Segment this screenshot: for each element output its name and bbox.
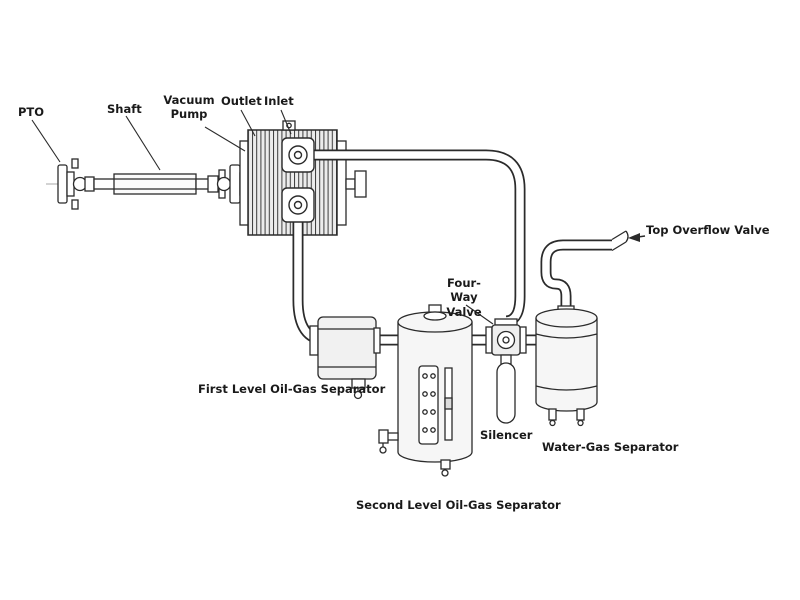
outlet-port: [281, 187, 315, 223]
water-gas-separator: [535, 305, 598, 427]
label-second-level-separator: Second Level Oil-Gas Separator: [356, 498, 561, 512]
label-inlet: Inlet: [264, 94, 294, 108]
label-silencer: Silencer: [480, 428, 533, 442]
silencer: [496, 362, 516, 424]
sight-glass-plate: [418, 365, 439, 445]
drive-shaft: [93, 173, 211, 195]
bottom-drain: [440, 459, 451, 477]
label-pto: PTO: [18, 105, 45, 119]
second-level-separator: [378, 304, 473, 477]
pump-shaft-stub: [345, 178, 356, 190]
label-top-overflow-valve: Top Overflow Valve: [646, 223, 770, 237]
label-water-gas-separator: Water-Gas Separator: [542, 440, 679, 454]
pto-joint: [57, 158, 95, 210]
label-first-level-separator: First Level Oil-Gas Separator: [198, 382, 386, 396]
overflow-pipe: [540, 239, 612, 314]
left-drain-valve: [378, 429, 399, 454]
overflow-pipe-end: [611, 230, 629, 252]
inlet-port: [281, 137, 315, 173]
label-four-way-valve: Four-Way Valve: [446, 276, 482, 319]
first-level-separator: [309, 316, 381, 400]
overflow-arrow: [628, 233, 646, 242]
label-outlet: Outlet: [221, 94, 262, 108]
label-shaft: Shaft: [107, 102, 142, 116]
label-vacuum-pump: Vacuum Pump: [163, 93, 215, 122]
sight-tube: [444, 367, 453, 441]
four-way-valve: [485, 318, 527, 365]
leader-lines: [31, 109, 494, 325]
